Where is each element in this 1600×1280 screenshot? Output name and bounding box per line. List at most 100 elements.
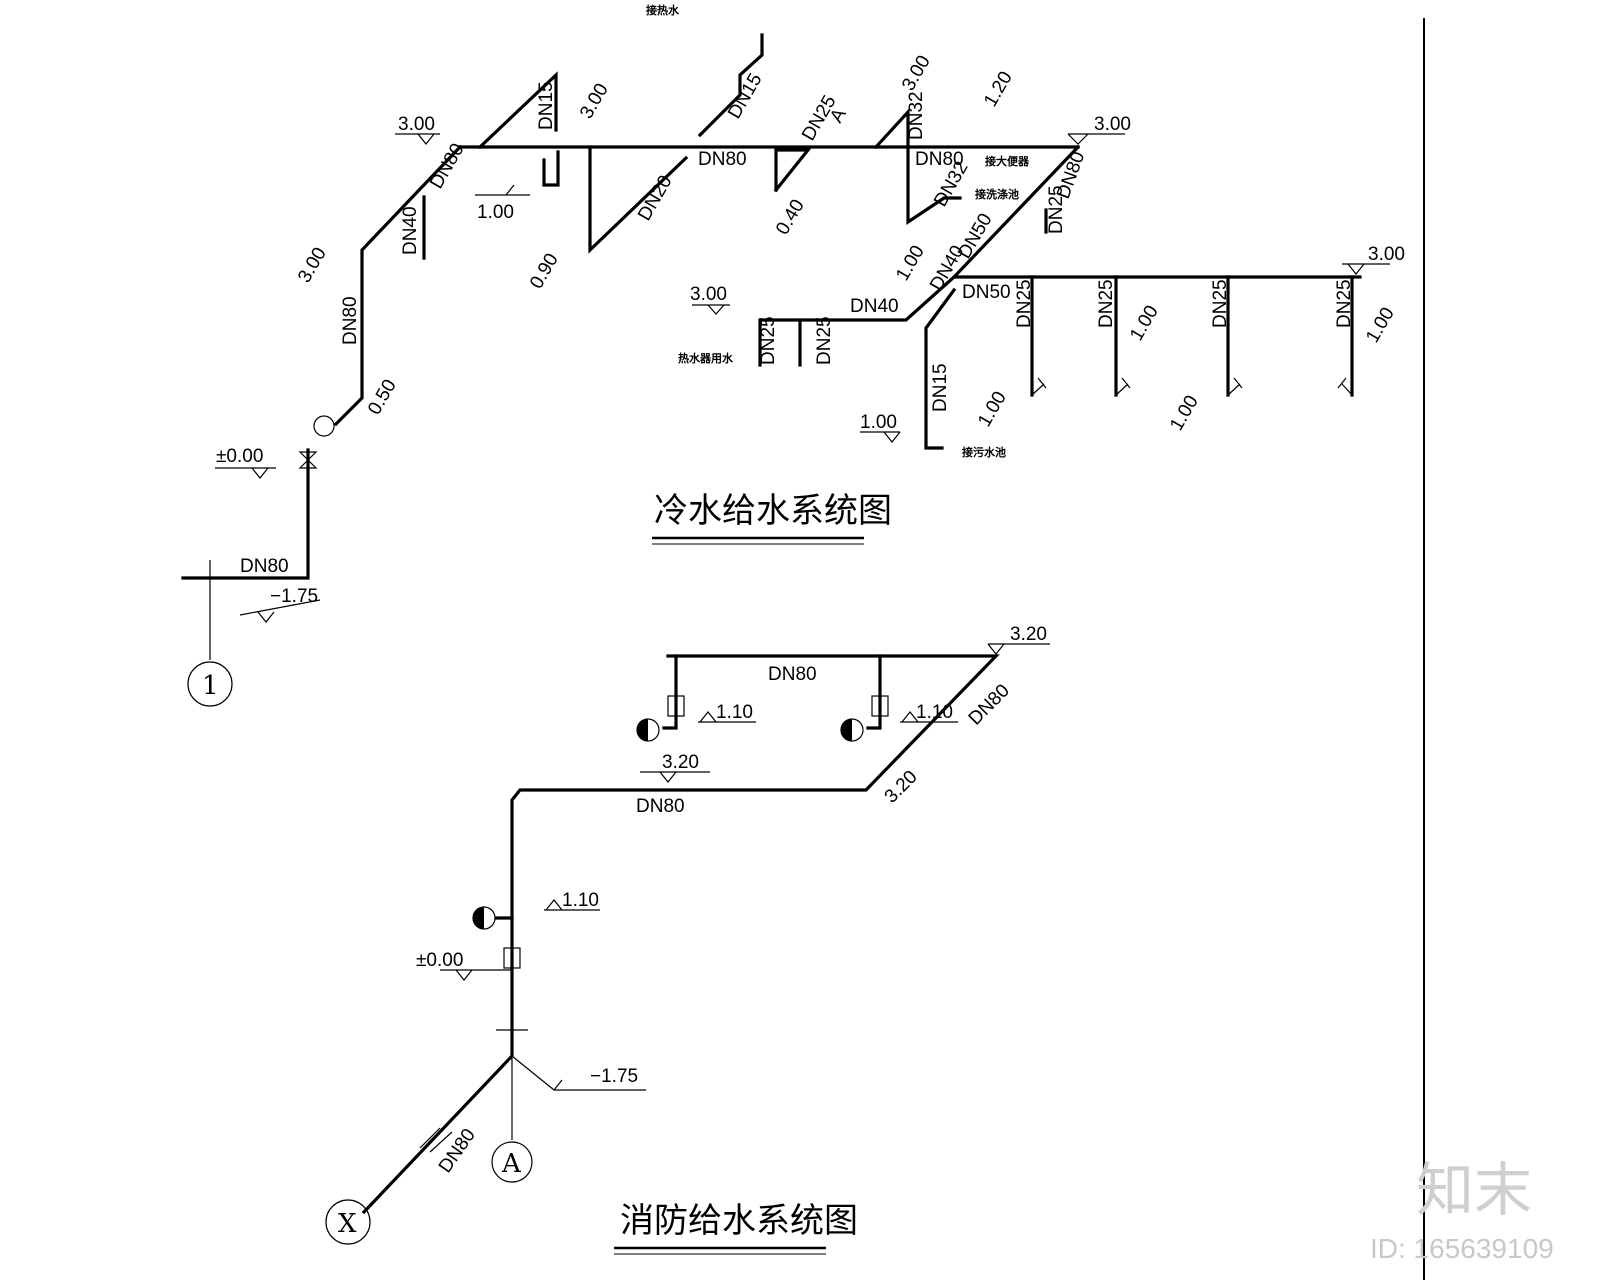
dn80-label: DN80 xyxy=(240,556,289,577)
cold-dn20-branch xyxy=(588,145,689,254)
dn80-label: DN80 xyxy=(768,664,817,685)
dn80-label: DN80 xyxy=(915,149,964,170)
elevation-label: 1.00 xyxy=(860,412,897,433)
cold-water-system: DN80 DN80 DN80 DN80 DN80 DN80 DN40 DN15 … xyxy=(181,3,1405,707)
circle-a-marker xyxy=(491,1141,533,1183)
dn80-label: DN80 xyxy=(636,796,685,817)
tap-icon xyxy=(1115,377,1131,396)
cold-valve-branch xyxy=(773,148,812,193)
elevation-marker xyxy=(511,1055,646,1091)
dn15-label: DN15 xyxy=(536,81,557,130)
circle-x-label: X xyxy=(338,1209,357,1239)
elevation-label: 3.20 xyxy=(662,752,699,773)
elevation-label: 3.00 xyxy=(690,284,727,305)
fire-water-system: DN80 DN80 DN80 DN80 3.20 3.20 3.20 1.10 … xyxy=(325,624,1050,1255)
fire-hydrant-drop-1 xyxy=(662,654,678,730)
a-marker-label: A xyxy=(826,105,851,127)
tap-icon xyxy=(1227,377,1243,396)
elevation-label: ±0.00 xyxy=(216,446,263,467)
dn80-label: DN80 xyxy=(698,149,747,170)
elevation-label: 3.00 xyxy=(1368,244,1405,265)
elevation-marker xyxy=(215,467,276,479)
fire-valve-icon xyxy=(667,695,685,717)
elevation-label: 3.00 xyxy=(398,114,435,135)
dn40-label: DN40 xyxy=(850,296,899,317)
elevation-marker xyxy=(440,969,512,981)
elevation-label: ±0.00 xyxy=(416,950,463,971)
check-valve-icon xyxy=(419,1127,453,1153)
elevation-marker xyxy=(544,899,600,911)
elevation-marker xyxy=(860,431,901,443)
fire-hydrant-drop-2 xyxy=(866,654,882,730)
circle-x-marker xyxy=(325,1199,371,1245)
dn25-label: DN25 xyxy=(1210,279,1231,328)
note-label: 接大便器 xyxy=(985,154,1030,168)
elevation-label: 1.00 xyxy=(1126,302,1163,345)
watermark-id: ID: 165639109 xyxy=(1370,1233,1554,1264)
dn25-label: DN25 xyxy=(814,316,835,365)
dn25-label: DN25 xyxy=(1096,279,1117,328)
dn32-label: DN32 xyxy=(906,91,927,140)
gate-valve-icon xyxy=(298,451,318,469)
note-label: 热水器用水 xyxy=(678,351,734,365)
elevation-label: 3.20 xyxy=(1010,624,1047,645)
dn80-label: DN80 xyxy=(426,140,468,193)
dn50-label: DN50 xyxy=(962,282,1011,303)
dn25-label: DN25 xyxy=(758,316,779,365)
circle-1-label: 1 xyxy=(202,671,219,701)
tap-icon xyxy=(1337,377,1353,396)
elevation-label: −1.75 xyxy=(590,1066,638,1087)
cold-small-u-pipe xyxy=(542,150,560,187)
elevation-label: 1.10 xyxy=(562,890,599,911)
elevation-marker xyxy=(239,599,321,623)
elevation-label: 1.00 xyxy=(1166,392,1203,435)
cold-hot-water-branch xyxy=(697,33,764,138)
elevation-label: 1.10 xyxy=(916,702,953,723)
elevation-marker xyxy=(395,133,440,145)
note-label: 接污水池 xyxy=(962,445,1006,459)
dn25-label: DN25 xyxy=(1334,279,1355,328)
tap-icon xyxy=(1031,377,1047,396)
dn20-label: DN20 xyxy=(634,172,676,225)
cold-dn40-branch xyxy=(758,274,957,367)
cold-main-diagonal-pipe xyxy=(333,144,463,427)
fire-hydrant-icon xyxy=(636,718,660,742)
elevation-label: 3.20 xyxy=(881,767,922,808)
dn80-label: DN80 xyxy=(340,296,361,345)
elevation-label: 1.00 xyxy=(1362,304,1399,347)
elevation-marker xyxy=(900,711,958,723)
cold-water-title: 冷水给水系统图 xyxy=(654,491,892,531)
cold-dn15-down-pipe xyxy=(924,287,957,450)
cold-dn32-branch xyxy=(873,107,962,225)
elevation-label: 3.00 xyxy=(294,244,331,287)
elevation-label: 3.00 xyxy=(576,80,613,123)
dn80-label: DN80 xyxy=(965,680,1014,729)
dn40-label: DN40 xyxy=(400,206,421,255)
elevation-marker xyxy=(698,711,756,723)
dn80-label: DN80 xyxy=(435,1125,480,1177)
elevation-label: −1.75 xyxy=(270,586,318,607)
fire-hydrant-icon xyxy=(840,718,864,742)
elevation-label: 1.10 xyxy=(716,702,753,723)
elevation-label: 1.00 xyxy=(477,202,514,223)
note-label: 接洗涤池 xyxy=(975,187,1019,201)
fire-valve-icon xyxy=(503,947,521,969)
watermark-brand: 知末 xyxy=(1416,1156,1532,1224)
cold-inlet-pipe xyxy=(181,448,310,580)
circle-1-marker xyxy=(187,661,233,707)
elevation-label: 3.00 xyxy=(1094,114,1131,135)
dn25-label: DN25 xyxy=(1046,185,1067,234)
elevation-marker xyxy=(640,771,710,783)
fire-top-pipe xyxy=(361,654,1000,1215)
water-meter-icon xyxy=(313,415,335,437)
fire-water-title: 消防给水系统图 xyxy=(620,1201,858,1241)
circle-a-label: A xyxy=(501,1149,522,1179)
elevation-marker xyxy=(475,184,530,196)
dn15-label: DN15 xyxy=(930,363,951,412)
fire-valve-icon xyxy=(871,695,889,717)
elevation-label: 1.20 xyxy=(980,68,1017,111)
elevation-marker xyxy=(1342,263,1390,275)
elevation-label: 0.40 xyxy=(772,196,809,239)
elevation-label: 0.50 xyxy=(364,376,401,419)
